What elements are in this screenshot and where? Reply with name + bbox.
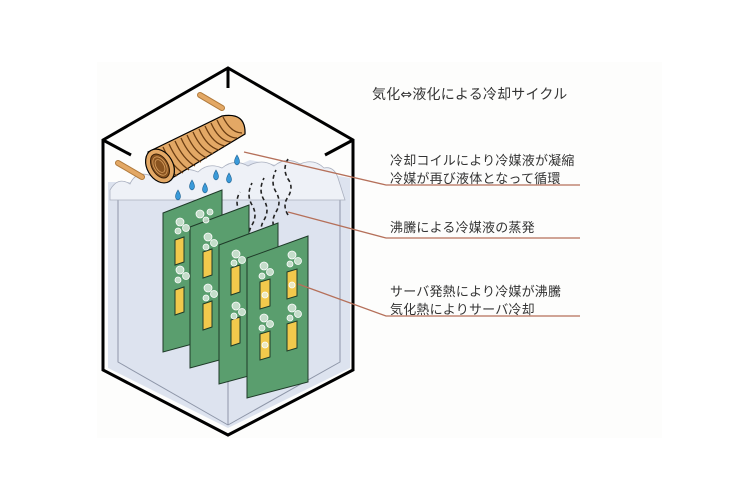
leader-lines xyxy=(243,151,580,317)
annotation-boil-line2: 気化熱によりサーバ冷却 xyxy=(390,303,535,318)
annotation-condense-line1: 冷却コイルにより冷媒液が凝縮 xyxy=(390,154,575,169)
diagram-title: 気化⇔液化による冷却サイクル xyxy=(372,87,568,103)
bubbles xyxy=(174,208,302,349)
refrigerant-drops xyxy=(175,154,240,201)
cooling-coil xyxy=(115,92,246,184)
leader-line-boil xyxy=(297,283,580,317)
tank xyxy=(101,66,355,437)
annotation-evaporate: 沸騰による冷媒液の蒸発 xyxy=(390,221,535,236)
leader-line-evaporate xyxy=(287,211,580,239)
annotation-boil-line1: サーバ発熱により冷媒が沸騰 xyxy=(390,285,562,300)
leader-line-condense xyxy=(243,151,580,186)
annotation-condense-line2: 冷媒が再び液体となって循環 xyxy=(390,172,561,187)
